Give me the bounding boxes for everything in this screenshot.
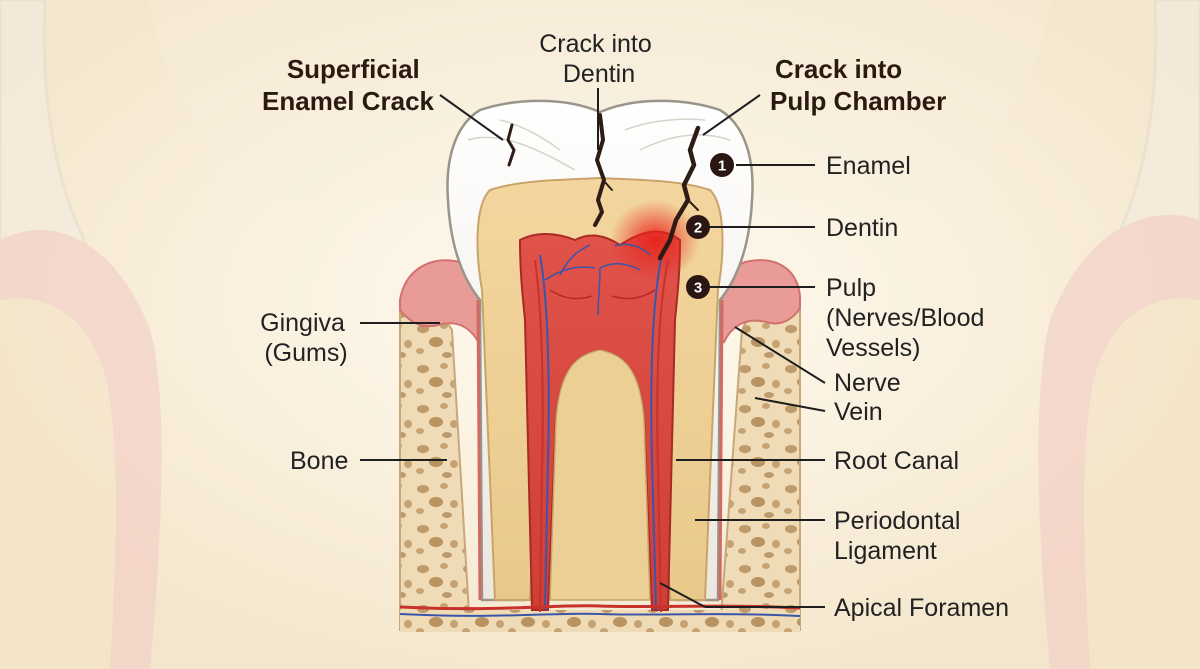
periodontal-ligament — [476, 299, 724, 601]
marker-2: 2 — [686, 215, 710, 239]
marker-3: 3 — [686, 275, 710, 299]
cracks — [506, 113, 701, 261]
svg-text:1: 1 — [718, 158, 726, 175]
label-enamel: Enamel — [826, 152, 911, 180]
label-superficial-enamel-crack: Superficial Enamel Crack — [262, 54, 435, 116]
leader-lines — [360, 88, 826, 608]
svg-text:3: 3 — [694, 280, 702, 297]
label-dentin: Dentin — [826, 214, 898, 242]
label-apical-foramen: Apical Foramen — [834, 594, 1009, 622]
inflammation — [610, 200, 700, 280]
pulp-crack — [657, 125, 701, 261]
label-gingiva: Gingiva (Gums) — [260, 309, 352, 367]
label-pulp: Pulp (Nerves/Blood Vessels) — [826, 274, 991, 362]
label-vein: Vein — [834, 398, 883, 426]
superficial-crack — [506, 123, 516, 167]
label-crack-into-pulp-chamber: Crack into Pulp Chamber — [770, 54, 946, 116]
label-bone: Bone — [290, 447, 348, 475]
inner-root-dentin — [549, 349, 651, 601]
marker-1: 1 — [710, 153, 734, 177]
label-crack-into-dentin: Crack into Dentin — [539, 30, 659, 88]
label-periodontal-ligament: Periodontal Ligament — [834, 507, 967, 565]
label-nerve: Nerve — [834, 369, 901, 397]
label-root-canal: Root Canal — [834, 447, 959, 475]
svg-text:2: 2 — [694, 220, 702, 237]
enamel-texture — [467, 118, 731, 171]
